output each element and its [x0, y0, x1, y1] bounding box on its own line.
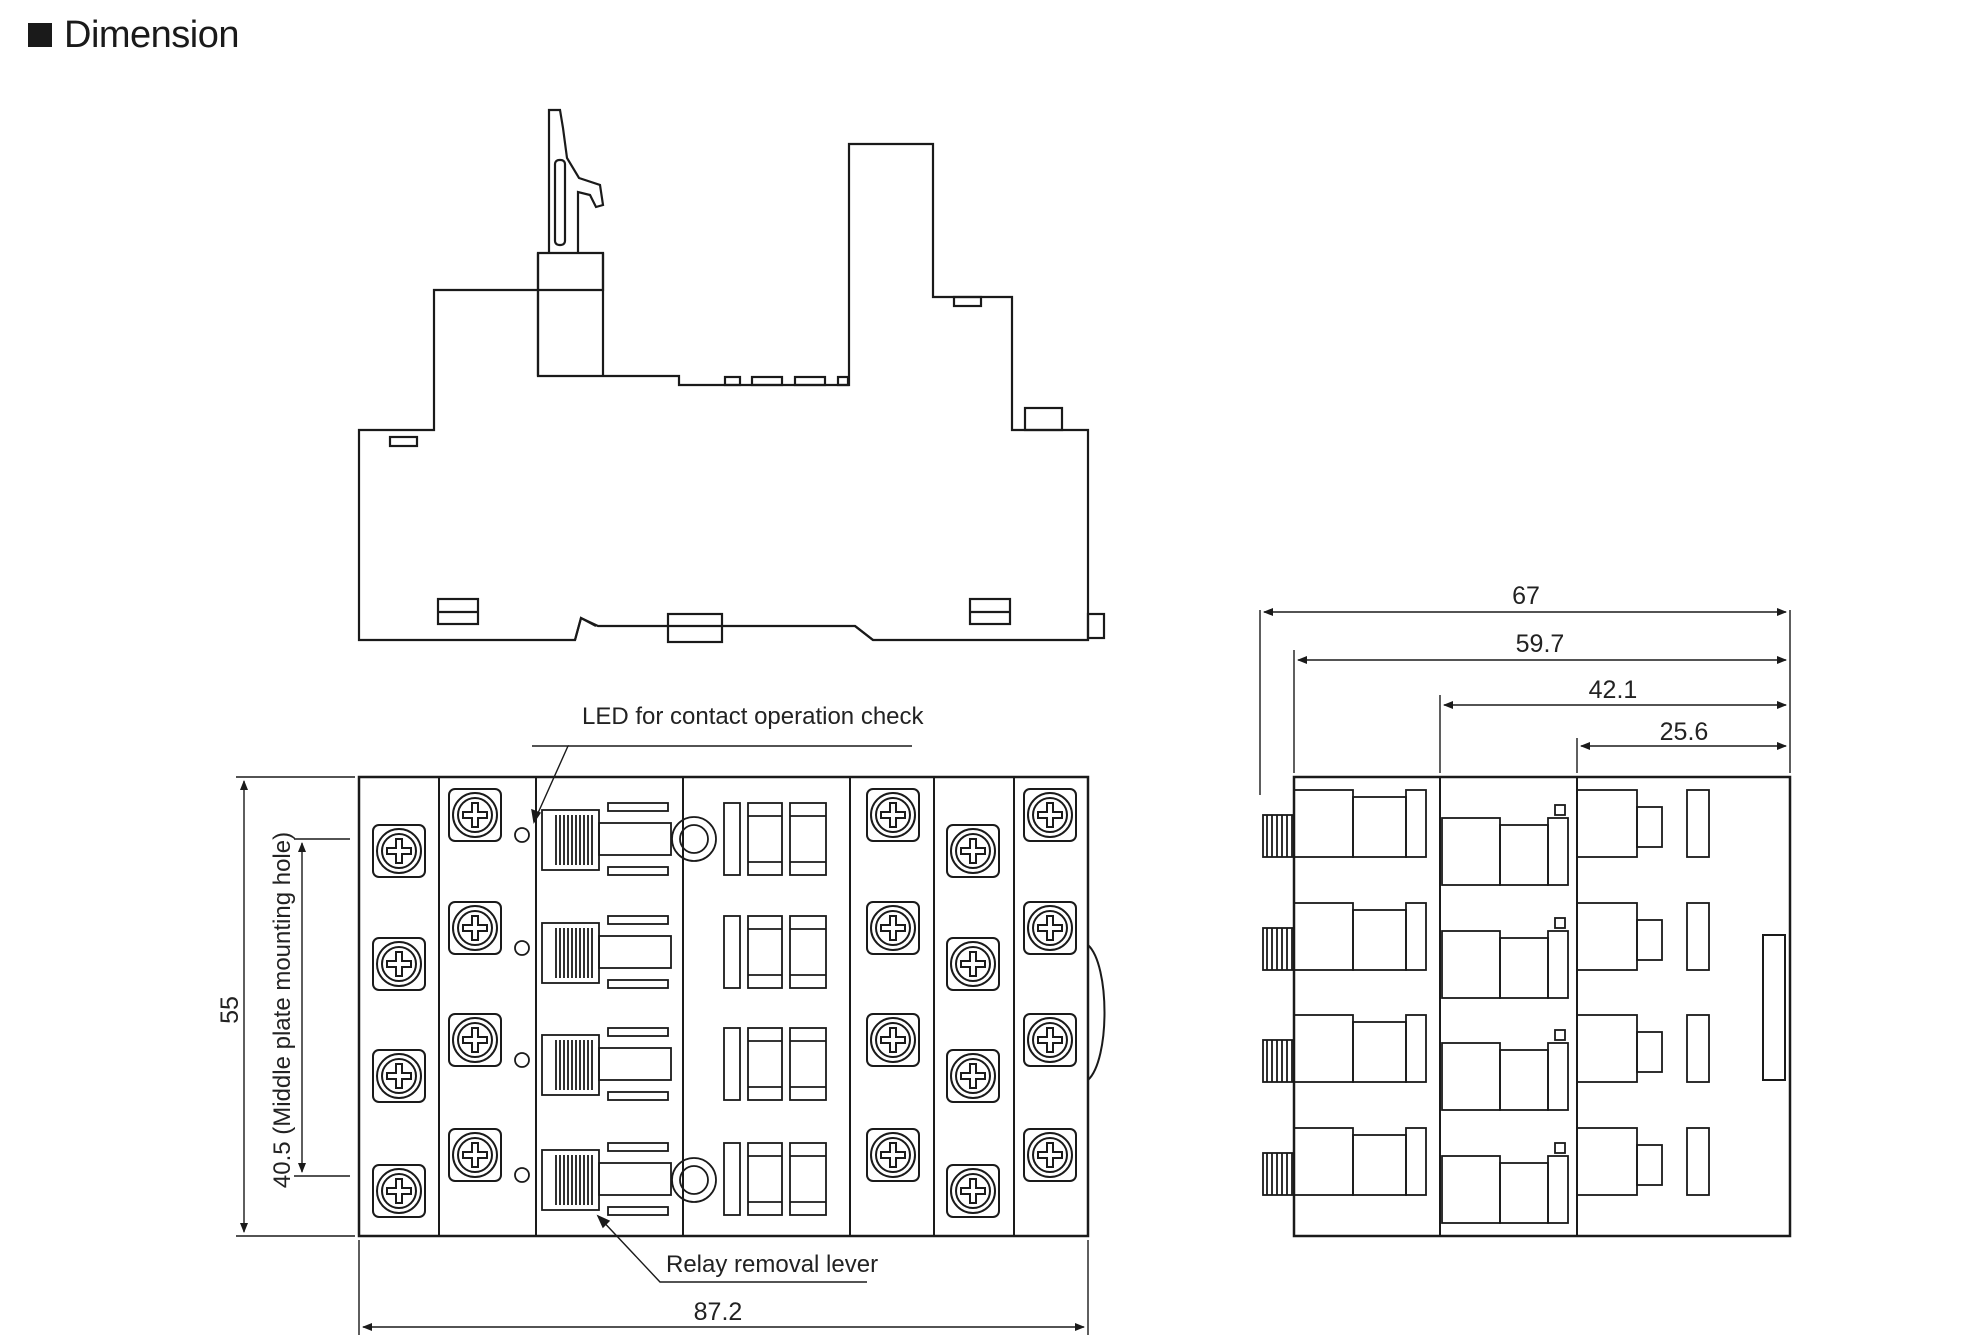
- relay-sockets: [514, 802, 827, 1216]
- terminal-screw: [448, 1128, 502, 1182]
- dim-hole-label: 40.5 (Middle plate mounting hole): [269, 832, 296, 1188]
- dim-height-label: 55: [216, 996, 244, 1024]
- terminal-screw: [1023, 788, 1077, 842]
- dim-depth-total-label: 67: [1512, 582, 1540, 610]
- terminal-screw: [946, 1049, 1000, 1103]
- terminal-screw: [372, 937, 426, 991]
- removal-lever: [541, 922, 600, 984]
- terminal-screw: [866, 1013, 920, 1067]
- terminal-screw: [448, 1013, 502, 1067]
- relay-socket: [514, 915, 827, 989]
- removal-lever: [541, 809, 600, 871]
- dim-depth-3-label: 42.1: [1589, 676, 1638, 704]
- led-indicator-icon: [514, 827, 530, 843]
- terminal-screw: [372, 1164, 426, 1218]
- lever-label: Relay removal lever: [666, 1251, 878, 1278]
- right-view: [1292, 775, 1792, 1238]
- relay-socket: [514, 1142, 827, 1216]
- right-view-module: [1262, 902, 1710, 999]
- terminal-screw: [866, 901, 920, 955]
- mounting-hole-icon: [671, 1157, 717, 1203]
- right-view-module: [1262, 1014, 1710, 1111]
- dimension-lines: [236, 608, 1791, 1335]
- led-label: LED for contact operation check: [582, 703, 925, 730]
- terminal-screw: [448, 788, 502, 842]
- page-title: Dimension: [28, 10, 240, 60]
- terminal-screw: [1023, 901, 1077, 955]
- mounting-hole-icon: [671, 816, 717, 862]
- dim-depth-4-label: 25.6: [1660, 718, 1709, 746]
- dim-depth-2-label: 59.7: [1516, 630, 1565, 658]
- front-view: [357, 775, 1106, 1238]
- removal-lever: [541, 1149, 600, 1211]
- terminal-screw: [866, 1128, 920, 1182]
- led-indicator-icon: [514, 1052, 530, 1068]
- terminal-screw: [946, 824, 1000, 878]
- led-indicator-icon: [514, 1167, 530, 1183]
- terminal-screw: [946, 1164, 1000, 1218]
- terminal-screws: [372, 788, 1077, 1218]
- removal-lever: [541, 1034, 600, 1096]
- right-view-module: [1262, 1127, 1710, 1224]
- terminal-screw: [1023, 1013, 1077, 1067]
- terminal-screw: [866, 788, 920, 842]
- right-view-modules: [1262, 789, 1710, 1224]
- terminal-screw: [448, 901, 502, 955]
- dim-width-label: 87.2: [694, 1298, 743, 1326]
- title-square-icon: [28, 23, 52, 47]
- right-view-module: [1262, 789, 1710, 886]
- terminal-screw: [372, 824, 426, 878]
- led-indicator-icon: [514, 940, 530, 956]
- side-view: [357, 108, 1106, 644]
- relay-socket: [514, 802, 827, 876]
- terminal-screw: [372, 1049, 426, 1103]
- terminal-screw: [1023, 1128, 1077, 1182]
- relay-socket: [514, 1027, 827, 1101]
- title-text: Dimension: [64, 13, 240, 56]
- terminal-screw: [946, 937, 1000, 991]
